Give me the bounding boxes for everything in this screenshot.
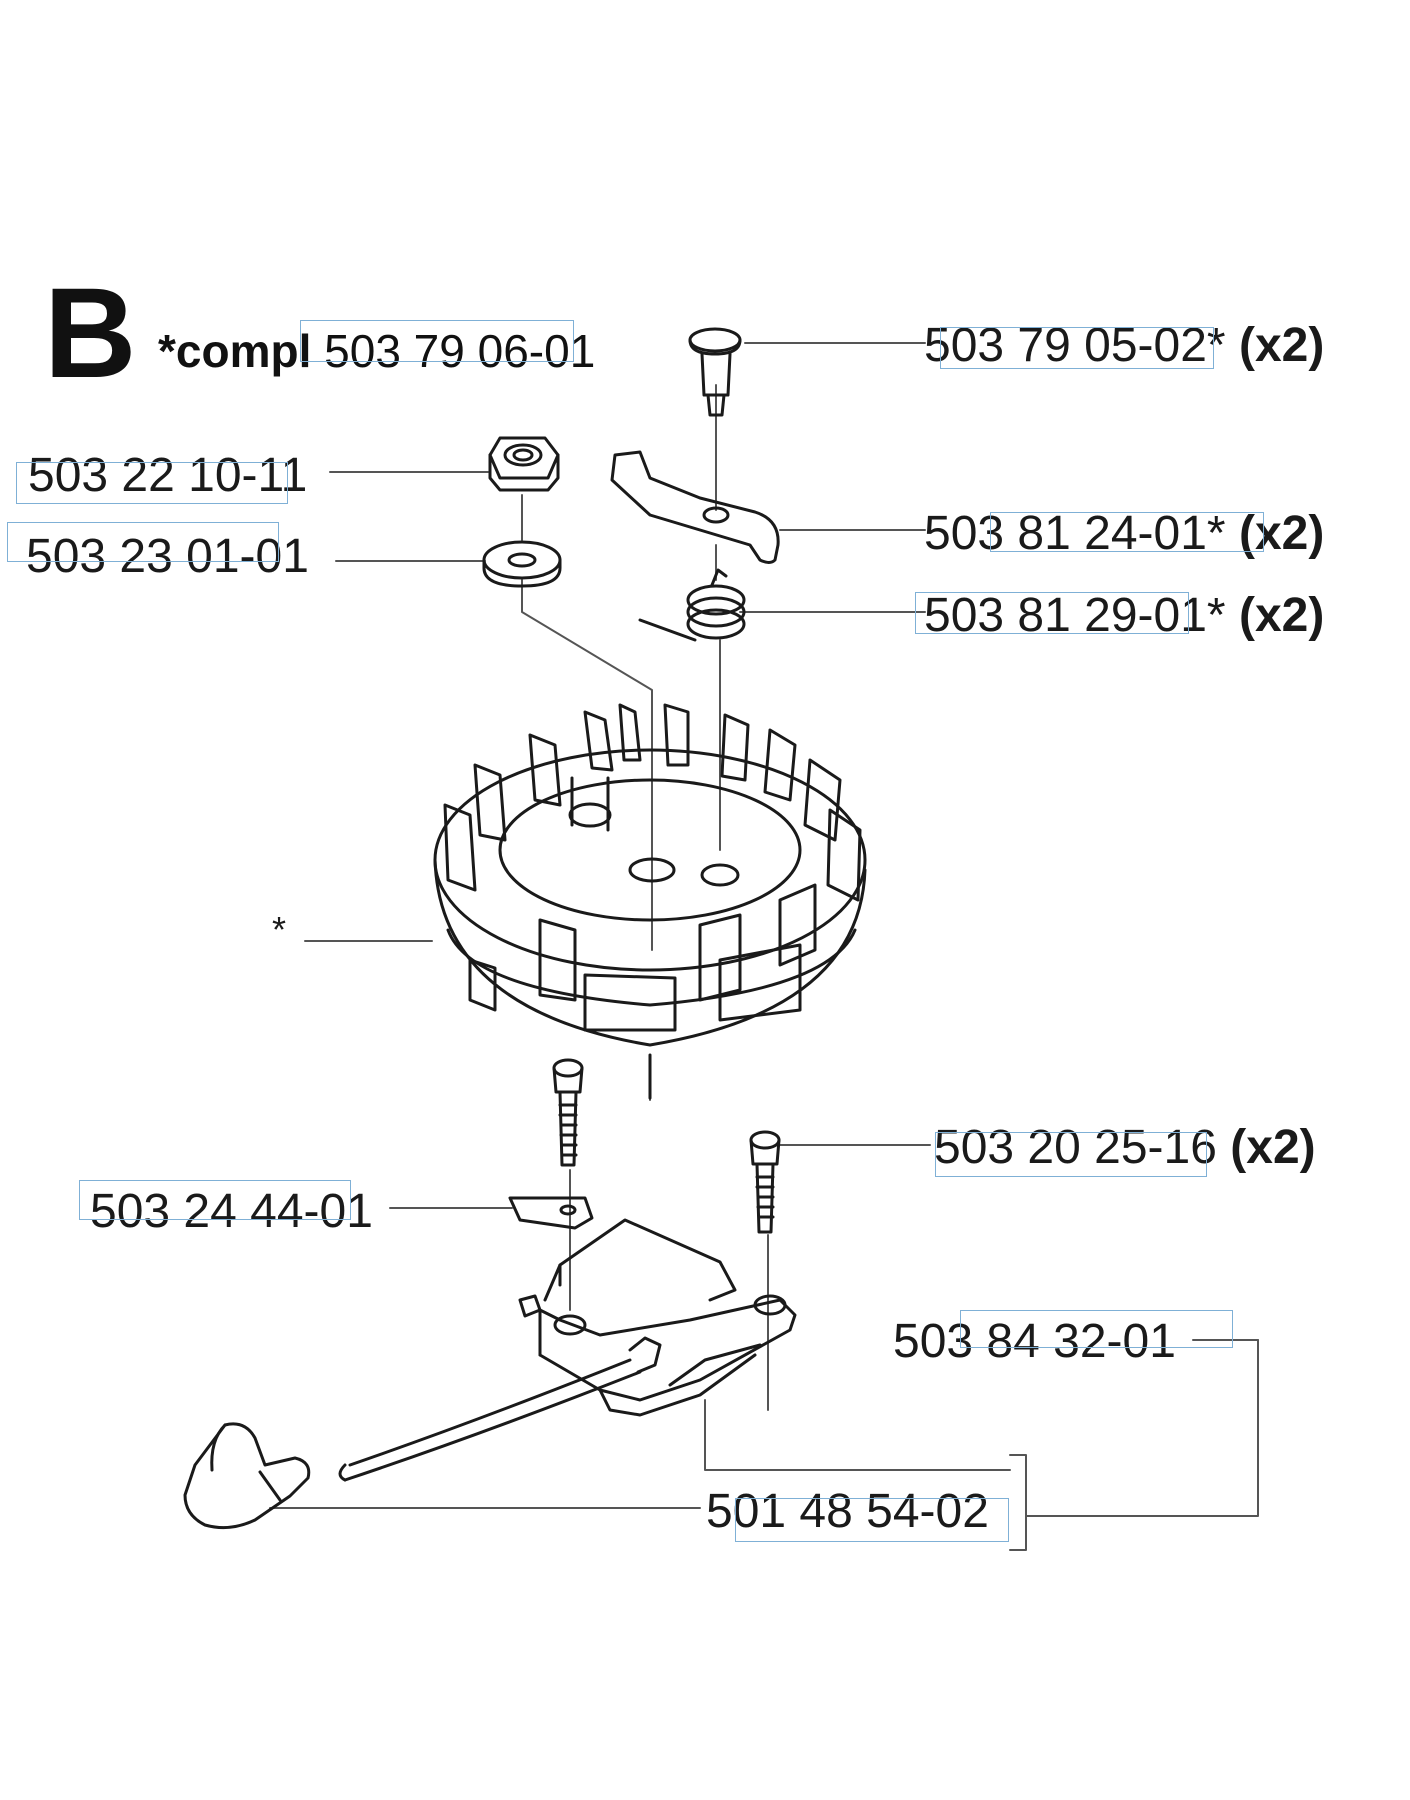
screw-right-part [749, 1130, 781, 1234]
part-number[interactable]: 503 23 01-01 [26, 530, 309, 583]
kit-marker: * [1206, 589, 1226, 642]
part-number[interactable]: 503 79 05-02 [924, 319, 1207, 372]
callout-pin: 503 79 05-02* (x2) [924, 322, 1324, 370]
kit-marker: * [1206, 319, 1226, 372]
callout-screw: 503 20 25-16 (x2) [934, 1124, 1316, 1172]
part-number[interactable]: 503 22 10-11 [28, 449, 308, 502]
ignition-cable-part [338, 1358, 642, 1482]
callout-flywheel: * [272, 912, 286, 948]
washer-part [482, 540, 562, 588]
leader-lines [269, 342, 1259, 1551]
compl-prefix: *compl [158, 325, 312, 377]
part-number[interactable]: 503 81 29-01 [924, 589, 1207, 642]
part-number[interactable]: 503 84 32-01 [893, 1315, 1176, 1368]
callout-spring: 503 81 29-01* (x2) [924, 592, 1324, 640]
assembly-header: *compl 503 79 06-01 [158, 324, 595, 378]
ignition-module-part-highlight[interactable] [960, 1310, 1233, 1348]
nut-part [488, 436, 560, 492]
callout-washer: 503 23 01-01 [26, 533, 309, 581]
assembly-part-number[interactable]: 503 79 06-01 [324, 325, 596, 377]
flywheel-part [433, 703, 867, 1100]
part-number[interactable]: 503 81 24-01 [924, 507, 1207, 560]
spark-plug-cap-part [183, 1422, 311, 1530]
quantity: (x2) [1230, 1121, 1316, 1174]
screw-left-part [552, 1058, 584, 1167]
washer-part-highlight[interactable] [7, 522, 279, 562]
pin-part [688, 327, 742, 417]
callout-ignition-module: 503 84 32-01 [893, 1318, 1176, 1366]
kit-marker[interactable]: * [272, 909, 287, 950]
part-number[interactable]: 501 48 54-02 [706, 1485, 989, 1538]
nut-part-highlight[interactable] [16, 462, 288, 504]
kit-marker: * [1206, 507, 1226, 560]
quantity: (x2) [1238, 589, 1325, 642]
spring-part-highlight[interactable] [915, 592, 1189, 634]
screw-part-highlight[interactable] [935, 1132, 1207, 1177]
pawl-part-highlight[interactable] [990, 512, 1264, 552]
pawl-part [610, 450, 780, 564]
terminal-part-highlight[interactable] [79, 1180, 351, 1220]
spring-part [638, 568, 746, 642]
section-letter: B [44, 262, 137, 405]
quantity: (x2) [1238, 319, 1325, 372]
ignition-module-part [518, 1218, 797, 1417]
quantity: (x2) [1238, 507, 1325, 560]
part-number[interactable]: 503 24 44-01 [90, 1185, 373, 1238]
terminal-part [508, 1196, 594, 1230]
part-number[interactable]: 503 20 25-16 [934, 1121, 1217, 1174]
callout-pawl: 503 81 24-01* (x2) [924, 510, 1324, 558]
pin-part-highlight[interactable] [940, 327, 1214, 369]
callout-terminal: 503 24 44-01 [90, 1188, 373, 1236]
callout-nut: 503 22 10-11 [28, 452, 307, 500]
callout-spark-plug-cap: 501 48 54-02 [706, 1488, 989, 1536]
spark-plug-cap-part-highlight[interactable] [735, 1498, 1009, 1542]
assembly-part-highlight[interactable] [300, 320, 574, 362]
